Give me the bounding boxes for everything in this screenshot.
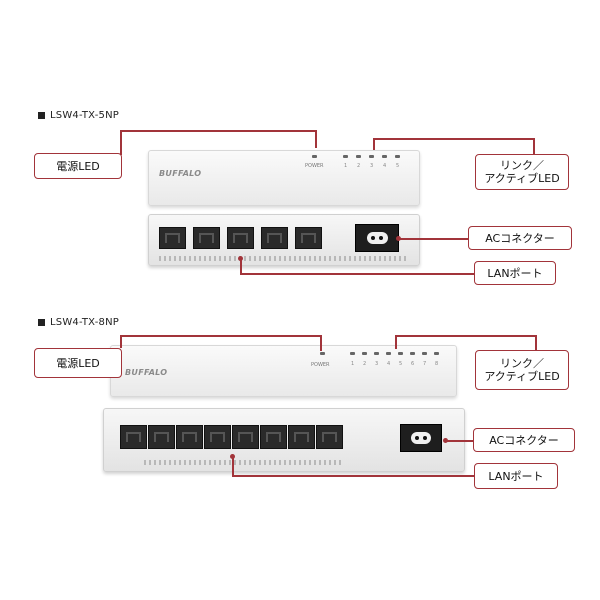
callout-line	[240, 258, 242, 274]
callout-lan-port: LANポート	[474, 463, 558, 489]
link-led	[386, 352, 391, 355]
lan-port	[260, 425, 287, 449]
callout-line	[373, 138, 533, 140]
brand-logo: BUFFALO	[159, 169, 202, 178]
lan-port	[232, 425, 259, 449]
callout-line	[395, 335, 535, 337]
led-number: 8	[435, 361, 439, 367]
callout-line	[120, 335, 122, 348]
callout-line	[120, 130, 315, 132]
link-led	[395, 155, 400, 158]
callout-lan-port: LANポート	[474, 261, 556, 285]
callout-line	[240, 273, 475, 275]
link-led	[410, 352, 415, 355]
callout-power-led: 電源LED	[34, 153, 122, 179]
lan-port	[193, 227, 220, 249]
link-led	[369, 155, 374, 158]
callout-line	[398, 238, 468, 240]
led-number: 2	[363, 361, 367, 367]
lan-port	[316, 425, 343, 449]
callout-link-active-led: リンク／ アクティブLED	[475, 350, 569, 390]
link-led	[374, 352, 379, 355]
led-number: 4	[387, 361, 391, 367]
callout-dot	[396, 236, 401, 241]
callout-ac-connector: ACコネクター	[468, 226, 572, 250]
led-number: 5	[399, 361, 403, 367]
callout-line	[232, 456, 234, 476]
model-label-5np: LSW4-TX-5NP	[38, 110, 119, 121]
lan-port	[227, 227, 254, 249]
link-led	[382, 155, 387, 158]
callout-line	[533, 138, 535, 154]
vent	[159, 256, 409, 261]
ac-socket-icon	[366, 232, 388, 244]
lan-port	[176, 425, 203, 449]
model-name: LSW4-TX-8NP	[50, 317, 120, 328]
switch-top-view: BUFFALO POWER 1 2 3 4 5	[148, 150, 420, 206]
link-led	[356, 155, 361, 158]
led-number: 6	[411, 361, 415, 367]
callout-line	[373, 138, 375, 150]
bullet-square-icon	[38, 112, 45, 119]
led-number: 5	[396, 163, 400, 169]
ac-socket-icon	[411, 432, 431, 444]
callout-dot	[443, 438, 448, 443]
callout-line	[232, 475, 474, 477]
led-number: 1	[351, 361, 355, 367]
power-label: POWER	[305, 163, 324, 169]
switch-front-view	[148, 214, 420, 266]
led-number: 1	[344, 163, 348, 169]
led-number: 3	[375, 361, 379, 367]
power-led	[312, 155, 317, 158]
led-number: 7	[423, 361, 427, 367]
switch-front-view	[103, 408, 465, 472]
callout-power-led: 電源LED	[34, 348, 122, 378]
switch-top-view: BUFFALO POWER 1 2 3 4 5 6 7 8	[110, 345, 457, 397]
vent	[144, 460, 344, 465]
model-name: LSW4-TX-5NP	[50, 110, 120, 121]
link-led	[398, 352, 403, 355]
power-led	[320, 352, 325, 355]
power-label: POWER	[311, 362, 330, 368]
callout-line	[445, 440, 473, 442]
led-number: 4	[383, 163, 387, 169]
lan-port	[288, 425, 315, 449]
lan-port	[261, 227, 288, 249]
callout-line	[395, 335, 397, 349]
lan-port	[295, 227, 322, 249]
callout-ac-connector: ACコネクター	[473, 428, 575, 452]
lan-port	[120, 425, 147, 449]
callout-link-active-led: リンク／ アクティブLED	[475, 154, 569, 190]
led-number: 3	[370, 163, 374, 169]
callout-line	[315, 130, 317, 148]
callout-dot	[230, 454, 235, 459]
link-led	[362, 352, 367, 355]
link-led	[350, 352, 355, 355]
ac-connector	[400, 424, 442, 452]
callout-line	[120, 130, 122, 155]
link-led	[434, 352, 439, 355]
callout-line	[320, 335, 322, 351]
bullet-square-icon	[38, 319, 45, 326]
link-led	[343, 155, 348, 158]
ac-connector	[355, 224, 399, 252]
callout-line	[120, 335, 320, 337]
callout-dot	[238, 256, 243, 261]
lan-port	[148, 425, 175, 449]
model-label-8np: LSW4-TX-8NP	[38, 317, 119, 328]
lan-port	[159, 227, 186, 249]
brand-logo: BUFFALO	[125, 368, 168, 377]
link-led	[422, 352, 427, 355]
led-number: 2	[357, 163, 361, 169]
callout-line	[535, 335, 537, 351]
lan-port	[204, 425, 231, 449]
